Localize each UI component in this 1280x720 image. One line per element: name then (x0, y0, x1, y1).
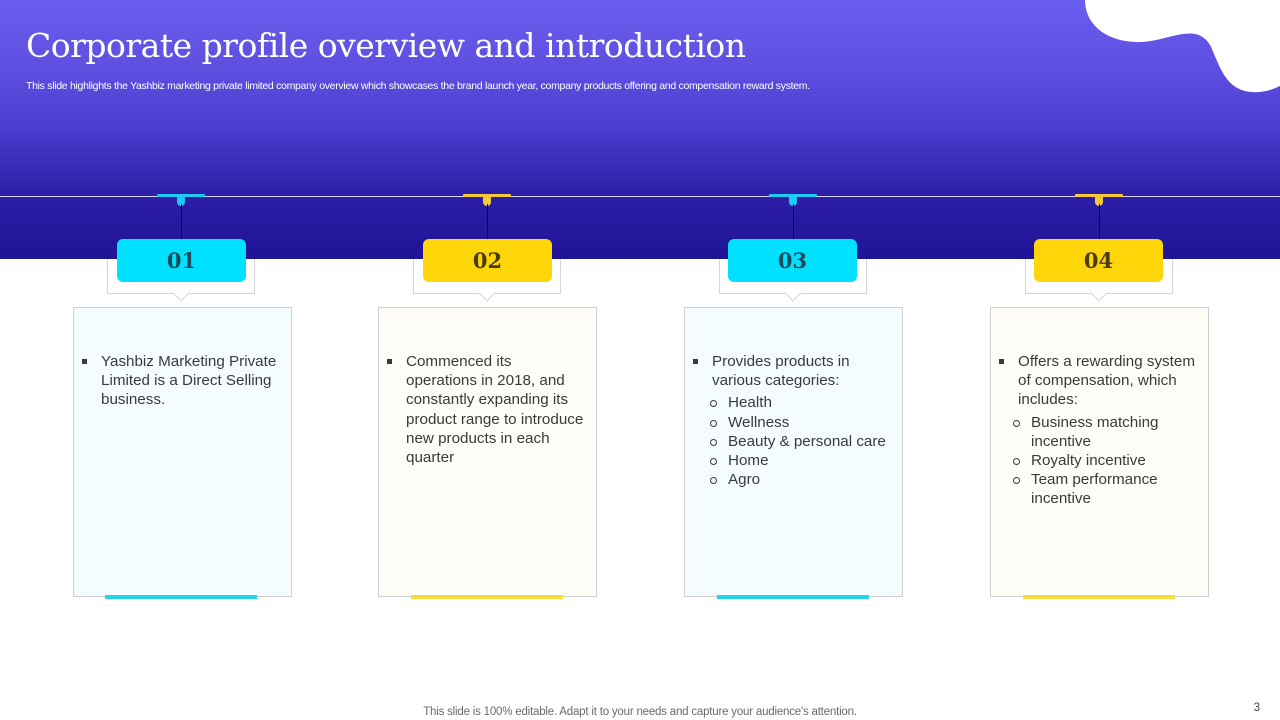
step-card: Commenced its operations in 2018, and co… (378, 307, 597, 597)
square-bullet-icon (693, 359, 698, 364)
step-number-badge: 04 (1034, 239, 1163, 282)
sub-item-text: Home (728, 452, 769, 470)
page-number: 3 (1253, 702, 1260, 714)
sub-item-text: Health (728, 394, 772, 412)
sub-item-text: Beauty & personal care (728, 432, 886, 450)
step-number-badge: 03 (728, 239, 857, 282)
step-card: Offers a rewarding system of compensatio… (990, 307, 1209, 597)
footer-note: This slide is 100% editable. Adapt it to… (423, 706, 857, 718)
sub-item-text: Team performance incentive (1031, 471, 1158, 508)
timeline-marker-bar (1075, 194, 1123, 197)
sub-item-text: Wellness (728, 413, 790, 431)
circle-bullet-icon (710, 458, 717, 466)
connector-line (1099, 204, 1100, 240)
circle-bullet-icon (710, 438, 717, 446)
header-band (0, 0, 1280, 259)
bullet-item: Provides products in various categories: (693, 352, 892, 390)
card-accent-bar (105, 595, 257, 599)
sub-list-item: Agro (710, 470, 892, 489)
circle-bullet-icon (1013, 419, 1020, 427)
circle-bullet-icon (1013, 458, 1020, 466)
bullet-text: Offers a rewarding system of compensatio… (1018, 353, 1195, 409)
sub-list-item: Wellness (710, 413, 892, 432)
sub-item-text: Business matching incentive (1031, 413, 1159, 450)
bullet-text: Provides products in various categories: (712, 353, 850, 390)
sub-list-item: Home (710, 451, 892, 470)
connector-line (793, 204, 794, 240)
sub-item-text: Agro (728, 471, 761, 489)
step-card: Yashbiz Marketing Private Limited is a D… (73, 307, 292, 597)
timeline-pin-icon (483, 196, 491, 206)
bullet-text: Commenced its operations in 2018, and co… (406, 353, 584, 467)
sub-list-item: Health (710, 393, 892, 412)
decorative-wave-shape (1085, 0, 1280, 93)
circle-bullet-icon (710, 477, 717, 485)
sub-list-item: Beauty & personal care (710, 432, 892, 451)
circle-bullet-icon (710, 400, 717, 408)
bullet-item: Offers a rewarding system of compensatio… (999, 352, 1198, 410)
slide-subtitle: This slide highlights the Yashbiz market… (26, 80, 810, 92)
step-card: Provides products in various categories:… (684, 307, 903, 597)
timeline-pin-icon (789, 196, 797, 206)
card-accent-bar (411, 595, 563, 599)
sub-list-item: Business matching incentive (1013, 413, 1198, 451)
circle-bullet-icon (710, 419, 717, 427)
connector-line (487, 204, 488, 240)
square-bullet-icon (999, 359, 1004, 364)
timeline-marker-bar (463, 194, 511, 197)
sub-list: Business matching incentive Royalty ince… (1013, 413, 1198, 509)
slide-title: Corporate profile overview and introduct… (26, 26, 746, 65)
timeline-marker-bar (769, 194, 817, 197)
sub-list: Health Wellness Beauty & personal care H… (710, 393, 892, 489)
card-accent-bar (717, 595, 869, 599)
timeline-line (0, 196, 1280, 197)
timeline-pin-icon (1095, 196, 1103, 206)
bullet-item: Yashbiz Marketing Private Limited is a D… (82, 352, 281, 410)
circle-bullet-icon (1013, 477, 1020, 485)
timeline-marker-bar (157, 194, 205, 197)
timeline-pin-icon (177, 196, 185, 206)
bullet-text: Yashbiz Marketing Private Limited is a D… (101, 353, 277, 409)
sub-list-item: Team performance incentive (1013, 470, 1198, 508)
step-number-badge: 02 (423, 239, 552, 282)
sub-item-text: Royalty incentive (1031, 452, 1146, 470)
square-bullet-icon (387, 359, 392, 364)
sub-list-item: Royalty incentive (1013, 451, 1198, 470)
bullet-item: Commenced its operations in 2018, and co… (387, 352, 586, 467)
step-number-badge: 01 (117, 239, 246, 282)
connector-line (181, 204, 182, 240)
square-bullet-icon (82, 359, 87, 364)
card-accent-bar (1023, 595, 1175, 599)
